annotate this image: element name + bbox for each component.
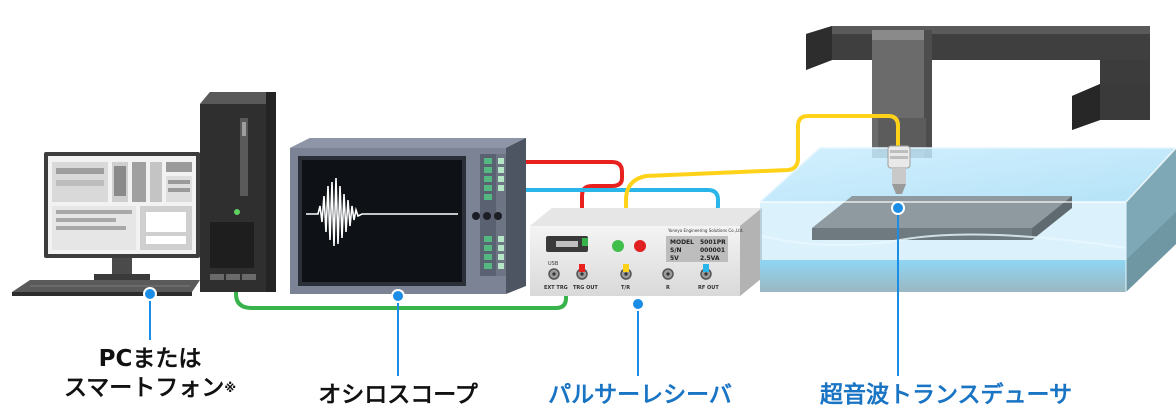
trg-out-label: TRG OUT xyxy=(573,285,598,291)
rf-out-label: RF OUT xyxy=(698,285,719,291)
tr-label: T/R xyxy=(621,285,630,291)
oscilloscope-device xyxy=(290,138,526,294)
ext-trg-label: EXT TRG xyxy=(544,285,568,291)
model-value: 5001PR xyxy=(700,239,726,246)
sn-value: 000001 xyxy=(700,247,725,254)
pulser-receiver-label: パルサーレシーバ xyxy=(548,382,732,408)
pc-label-line1: PCまたは xyxy=(98,346,202,372)
voltage-label: 5V xyxy=(670,255,679,262)
callout-pulser xyxy=(631,297,645,376)
r-label: R xyxy=(666,285,670,291)
sn-label: S/N xyxy=(670,247,682,254)
callout-transducer xyxy=(891,201,905,376)
water-tank xyxy=(759,147,1176,292)
pc-label: PCまたは スマートフォン※ xyxy=(30,345,270,403)
pc-note-mark: ※ xyxy=(224,381,236,395)
bnc-r xyxy=(662,268,674,280)
waveform-trace xyxy=(306,177,458,247)
pc-tower xyxy=(200,92,276,292)
model-label: MODEL xyxy=(670,239,694,246)
yellow-cable xyxy=(624,114,900,272)
keyboard xyxy=(12,280,200,296)
pc-monitor xyxy=(44,152,200,280)
company-label: Yoneya Engineering Solutions Co.,Ltd. xyxy=(667,228,744,233)
pc-label-line2: スマートフォン xyxy=(64,375,225,401)
transducer-probe xyxy=(887,145,911,194)
callout-pc xyxy=(143,287,157,340)
transducer-label: 超音波トランスデューサ xyxy=(820,382,1073,408)
gantry-column xyxy=(872,30,932,158)
callout-oscilloscope xyxy=(391,289,405,376)
power-label: 2.5VA xyxy=(700,255,720,262)
pc-label-line2-wrap: スマートフォン※ xyxy=(30,374,270,403)
usb-label: USB xyxy=(548,261,559,267)
pulser-receiver-device: USB Yoneya Engineering Solutions Co.,Ltd… xyxy=(530,208,762,296)
oscilloscope-label: オシロスコープ xyxy=(318,382,478,408)
bnc-ext-trg xyxy=(548,268,560,280)
